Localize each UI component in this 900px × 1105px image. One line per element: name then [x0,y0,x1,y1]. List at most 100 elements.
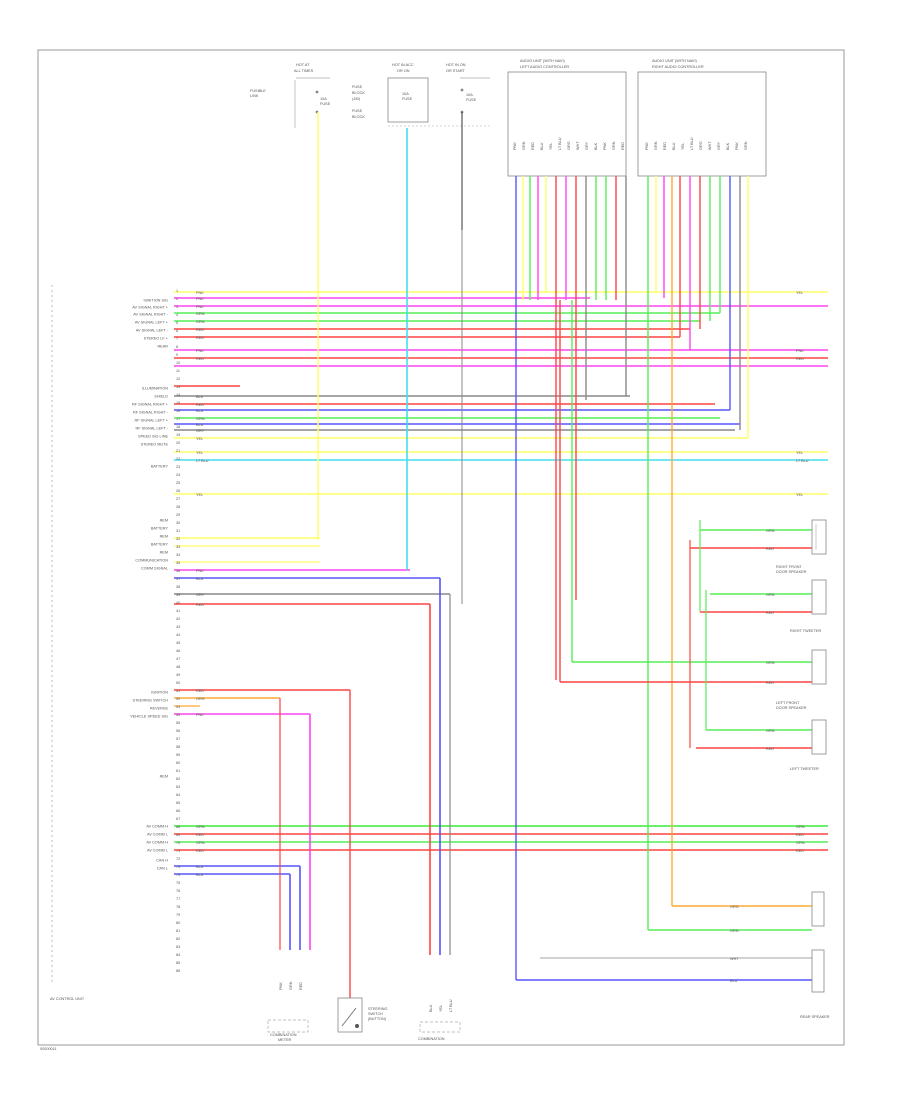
pin-label: REM [160,519,168,523]
pin-number: 52 [176,697,180,701]
svg-text:FUSE: FUSE [352,109,363,113]
svg-text:DOOR SPEAKER: DOOR SPEAKER [776,570,807,574]
svg-text:FUSE: FUSE [352,85,363,89]
svg-text:LINK: LINK [250,94,259,98]
pin-label: BATTERY [151,527,169,531]
combination-switch: COMBINATION [418,1021,461,1041]
svg-text:FUSE: FUSE [320,102,331,106]
svg-text:ALL TIMES: ALL TIMES [294,69,314,73]
pin-number: 61 [176,769,180,773]
pin-label: RF SIGNAL RIGHT - [133,411,169,415]
pin-label: IGNITION SIG [144,299,169,303]
pin-label: STEERING SWITCH [133,699,169,703]
connector-pin-label: BLU [540,142,544,150]
wire-color-tag: BLU [730,979,738,983]
svg-text:DOOR SPEAKER: DOOR SPEAKER [776,706,807,710]
connector-pin-label: RED [663,142,667,150]
pin-label: CAN H [156,859,168,863]
pin-number: 13 [176,385,180,389]
pin-number: 85 [176,961,180,965]
wire-color-tag: WHT [730,957,739,961]
wire-color-tag: YEL [796,451,803,455]
svg-text:HOT IN ACC: HOT IN ACC [392,63,414,67]
pin-number: 4 [176,313,178,317]
wire-color-tag: BLU [196,865,204,869]
svg-text:STEERING: STEERING [368,1007,387,1011]
pin-number: 50 [176,681,180,685]
pin-label: ILLUMINATION [142,387,169,391]
pin-number: 26 [176,489,180,493]
pin-label: BATTERY [151,465,169,469]
pin-label: AV COMM H [146,841,168,845]
svg-text:BLOCK: BLOCK [352,115,365,119]
wire-color-tag: YEL [196,451,203,455]
pin-label: AV SIGNAL RIGHT - [133,313,168,317]
pin-number: 17 [176,417,180,421]
pin-label: RF SIGNAL LEFT - [136,427,169,431]
pin-number: 20 [176,441,180,445]
pin-number: 76 [176,889,180,893]
pin-number: 45 [176,641,180,645]
svg-text:FUSE: FUSE [466,98,477,102]
wire-color-tag: GRY [196,429,205,433]
pin-number: 6 [176,329,178,333]
pin-number: 2 [176,297,178,301]
wire-color-tag: YEL [196,437,203,441]
wire-color-tag: RED [196,833,204,837]
wire-color-tag: RED [196,336,204,340]
pin-number: 11 [176,369,180,373]
pin-number: 69 [176,833,180,837]
pin-label: AV COMM L [147,833,168,837]
svg-text:FUSE: FUSE [402,97,413,101]
pin-number: 72 [176,857,180,861]
pin-number: 62 [176,777,180,781]
svg-text:10A: 10A [466,93,473,97]
wire-color-tag: RED [196,849,204,853]
pin-number: 33 [176,545,180,549]
wire-color-tag: GRN [766,661,775,665]
pin-label: SHIELD [154,395,168,399]
pin-number: 84 [176,953,180,957]
wire-color-tag: RED [766,611,774,615]
pin-number: 49 [176,673,180,677]
pin-number: 75 [176,881,180,885]
wire-color-tag: RED [796,357,804,361]
connector-pin-label: YEL [549,143,553,150]
connector-pin-label: GRN [612,141,616,150]
pin-number: 19 [176,433,180,437]
wire-color-tag: GRN [766,593,775,597]
pin-number: 41 [176,609,180,613]
pin-label: RF SIGNAL RIGHT + [132,403,169,407]
wire-color-tag: RED [796,849,804,853]
pin-number: 64 [176,793,180,797]
pin-number: 34 [176,553,180,557]
svg-text:FUSIBLE: FUSIBLE [250,89,266,93]
pin-number: 46 [176,649,180,653]
pin-number: 10 [176,361,180,365]
svg-text:AUDIO UNIT (WITH NAVI): AUDIO UNIT (WITH NAVI) [520,59,566,63]
pin-label: REM [160,775,168,779]
pin-label: RF SIGNAL LEFT + [135,419,169,423]
pin-number: 7 [176,337,178,341]
pin-label: STEREO MUTE [141,443,169,447]
wire-color-tag: BLU [196,577,204,581]
wire-color-tag: LT BLU [796,459,809,463]
pin-number: 81 [176,929,180,933]
wire-color-tag: ORG [730,905,739,909]
pin-number: 66 [176,809,180,813]
pin-number: 58 [176,745,180,749]
pin-label: AV COMM H [146,825,168,829]
pin-number: 35 [176,561,180,565]
pin-number: 29 [176,513,180,517]
pin-label: AV SIGNAL LEFT - [136,329,169,333]
wire-color-tag: RED [766,681,774,685]
page-code: 00000011 [40,1047,57,1051]
fuse-hot-in-acc: HOT IN ACC OR ON 10A FUSE FUSE BLOCK (J/… [352,63,490,127]
pin-number: 60 [176,761,180,765]
wire-color-tag: RED [766,547,774,551]
fuse-hot-at-all-times: HOT AT ALL TIMES FUSIBLE LINK 10A FUSE [250,63,331,128]
wire-color-tag: RED [766,747,774,751]
av-control-unit-label: AV CONTROL UNIT [50,997,85,1001]
pin-label: IGNITION [151,691,168,695]
